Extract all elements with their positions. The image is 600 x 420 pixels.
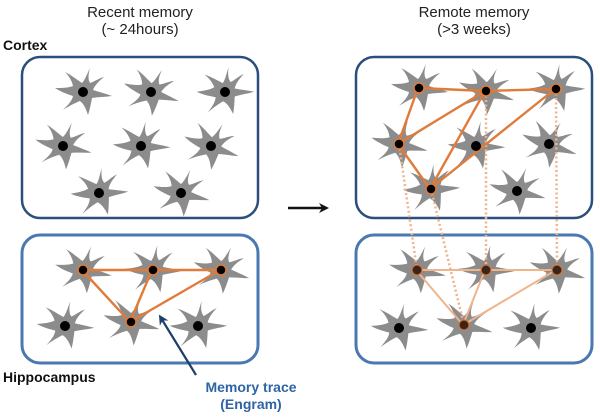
remote-hippocampus-engram-link-4 [462,269,557,326]
recent-hippocampus-engram-nucleus-4 [126,317,136,327]
remote-cortex-engram-marker-0 [413,82,425,94]
remote-hippocampus-nucleus-3 [394,323,404,333]
hippocampus-label: Hippocampus [3,369,96,385]
remote-cortex-engram-link-4 [396,142,432,191]
nuclei-layer [58,82,563,333]
remote-cortex-nucleus-7 [512,186,522,196]
remote-hippocampus-engram-marker-1 [480,264,492,276]
remote-cortex-engram-link-3 [396,89,487,146]
remote-cortex-engram-marker-3 [393,138,405,150]
memory-trace-pointer-arrow [158,314,197,376]
recent-hippocampus-engram-nucleus-2 [216,265,226,275]
remote-hippocampus-engram-nucleus-0 [412,265,422,275]
remote-hippocampus-engram-nucleus-1 [481,265,491,275]
remote-cortex-engram-link-0 [416,86,487,93]
cortex-label: Cortex [3,37,48,53]
cortex-hippocampus-cross-link-0 [397,143,419,271]
recent-hippocampus-engram-nucleus-0 [78,265,88,275]
recent-hippocampus-engram-link-2 [80,268,132,324]
remote-cortex-engram-nucleus-1 [481,86,491,96]
engram-links-layer [80,86,557,326]
recent-memory-heading: Recent memory (~ 24hours) [60,4,220,38]
remote-hippocampus-engram-marker-4 [458,319,470,331]
remote-cortex-engram-link-1 [483,87,557,93]
memory-trace-label: Memory trace (Engram) [186,379,316,413]
remote-hippocampus-engram-link-2 [415,269,464,326]
recent-cortex-nucleus-1 [146,87,156,97]
recent-hippocampus-engram-marker-1 [147,264,159,276]
cortex-hippocampus-cross-link-1 [429,188,466,326]
remote-cortex-engram-nucleus-0 [414,83,424,93]
memory-trace-line1: Memory trace [205,379,297,395]
recent-hippocampus-engram-marker-4 [125,316,137,328]
remote-cortex-engram-nucleus-3 [394,139,404,149]
recent-memory-subtitle: (~ 24hours) [101,21,179,38]
remote-memory-subtitle: (>3 weeks) [437,21,511,38]
recent-cortex-nucleus-5 [206,141,216,151]
recent-hippocampus-engram-marker-0 [77,264,89,276]
recent-cortex-nucleus-3 [58,141,68,151]
remote-hippocampus-engram-marker-2 [551,264,563,276]
remote-cortex-engram-nucleus-2 [551,84,561,94]
remote-cortex-nucleus-4 [471,141,481,151]
memory-trace-line2: (Engram) [220,396,282,412]
recent-cortex-nucleus-6 [94,188,104,198]
recent-cortex-nucleus-4 [136,141,146,151]
recent-hippocampus-nucleus-5 [193,321,203,331]
remote-memory-heading: Remote memory (>3 weeks) [394,4,554,38]
recent-hippocampus-engram-link-3 [128,268,154,324]
recent-cortex-nucleus-2 [220,87,230,97]
remote-cortex-engram-marker-6 [425,183,437,195]
remote-cortex-engram-link-5 [428,89,487,191]
recent-hippocampus-engram-marker-2 [215,264,227,276]
remote-hippocampus-engram-nucleus-2 [552,265,562,275]
remote-hippocampus-engram-link-3 [462,269,486,326]
recent-memory-title: Recent memory [87,4,193,21]
remote-hippocampus-nucleus-5 [526,323,536,333]
cross-links-layer [397,88,559,326]
remote-cortex-engram-link-2 [396,86,420,146]
recent-hippocampus-engram-nucleus-1 [148,265,158,275]
recent-hippocampus-nucleus-3 [60,321,70,331]
cortex-hippocampus-cross-link-3 [554,88,559,271]
remote-cortex-engram-nucleus-6 [426,184,436,194]
recent-hippocampus-engram-link-4 [128,268,222,324]
remote-cortex-engram-marker-2 [550,83,562,95]
remote-memory-title: Remote memory [418,4,530,21]
recent-cortex-nucleus-0 [78,87,88,97]
remote-hippocampus-engram-nucleus-4 [459,320,469,330]
remote-cortex-engram-link-6 [428,87,557,191]
remote-cortex-engram-marker-1 [480,85,492,97]
remote-hippocampus-engram-marker-0 [411,264,423,276]
recent-cortex-nucleus-7 [176,188,186,198]
remote-cortex-nucleus-5 [544,139,554,149]
